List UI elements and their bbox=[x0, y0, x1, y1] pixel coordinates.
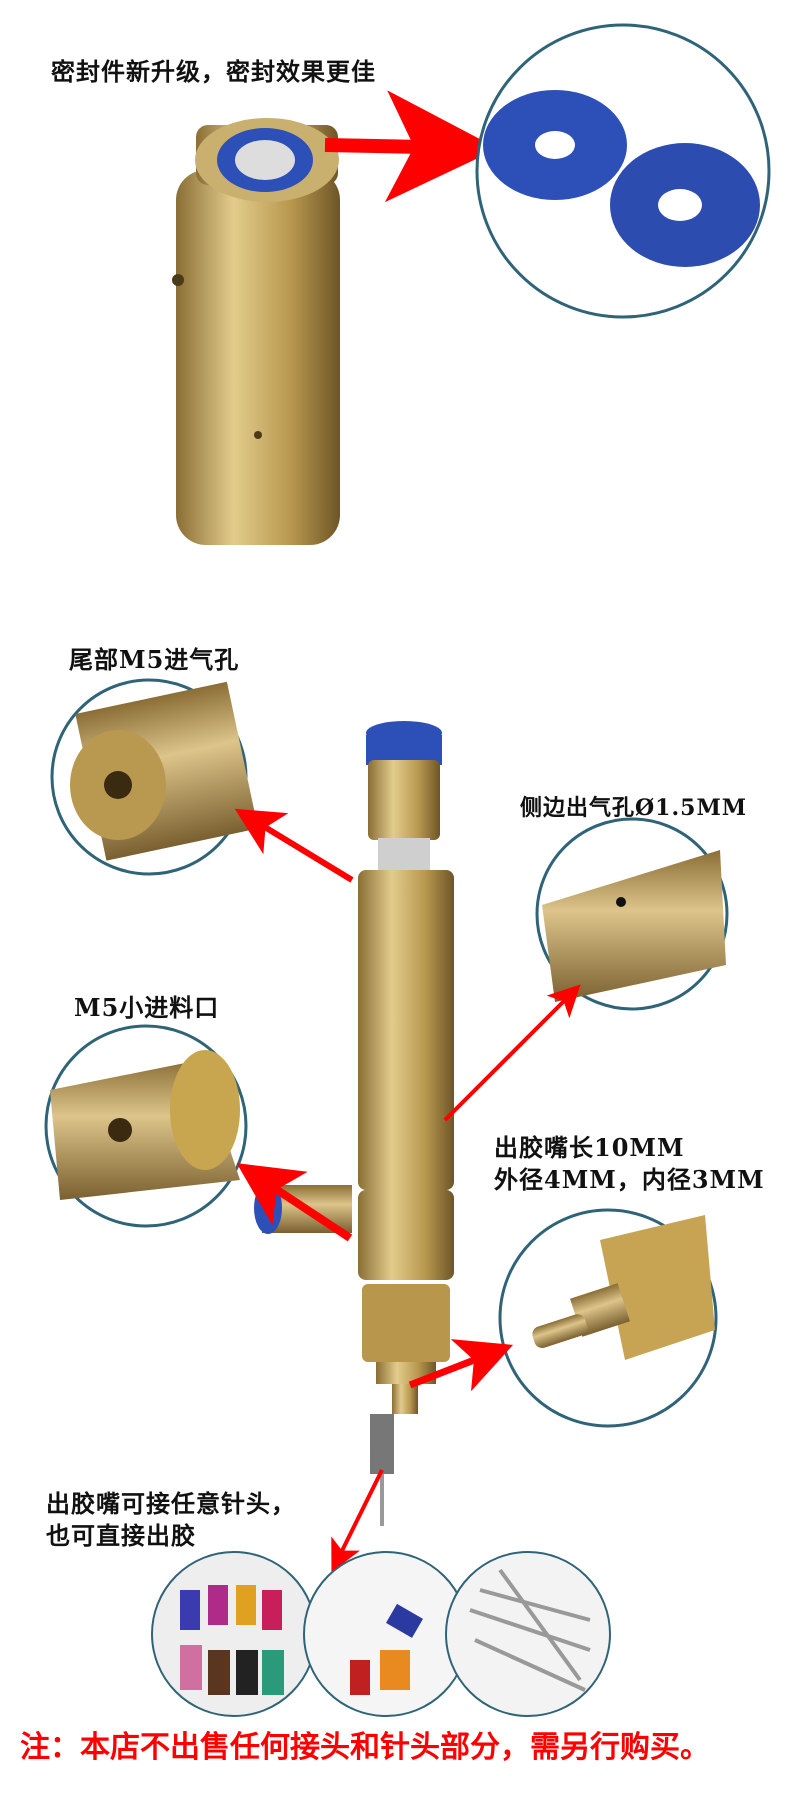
needle-label-line2: 也可直接出胶 bbox=[46, 1521, 196, 1550]
needle-samples bbox=[151, 1551, 611, 1717]
arrow bbox=[331, 1469, 384, 1573]
purchase-note: 注：本店不出售任何接头和针头部分，需另行购买。 bbox=[20, 1730, 710, 1765]
nozzle-circle bbox=[498, 1208, 718, 1428]
arrow bbox=[234, 808, 354, 883]
seal-detail-circle bbox=[475, 23, 771, 319]
seal-upgrade-label: 密封件新升级，密封效果更佳 bbox=[51, 57, 376, 86]
tail-inlet-circle bbox=[50, 678, 259, 876]
arrow bbox=[236, 1163, 353, 1242]
feed-port-label: M5小进料口 bbox=[74, 993, 220, 1022]
needle-label-line1: 出胶嘴可接任意针头， bbox=[46, 1489, 296, 1518]
nozzle-length-label: 出胶嘴长10MM bbox=[494, 1133, 685, 1162]
tail-inlet-label: 尾部M5进气孔 bbox=[69, 645, 240, 674]
arrow bbox=[408, 1339, 514, 1392]
side-outlet-label: 侧边出气孔Ø1.5MM bbox=[520, 795, 748, 821]
arrow bbox=[324, 90, 498, 203]
brass-cylinder-top bbox=[172, 118, 340, 545]
arrow bbox=[443, 984, 581, 1122]
side-outlet-circle bbox=[535, 817, 729, 1011]
nozzle-diameter-label: 外径4MM，内径3MM bbox=[494, 1165, 765, 1194]
feed-port-circle bbox=[44, 1024, 248, 1228]
